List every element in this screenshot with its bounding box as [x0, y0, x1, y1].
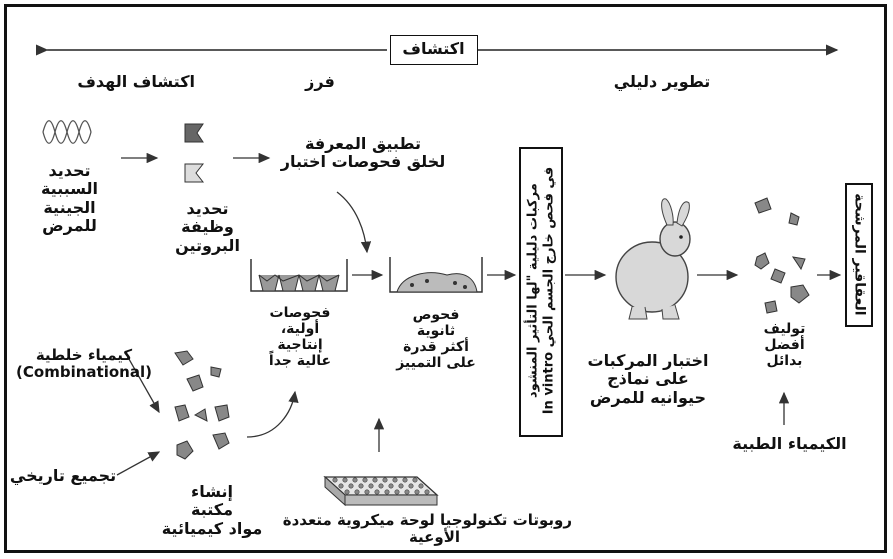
stage-screening: فرز [305, 72, 335, 91]
primary-screens-label: فحوصات أولية، إنتاجية عالية جداً [268, 305, 332, 370]
library-compounds-icon [174, 350, 230, 460]
arrow-knowledge-to-screens [336, 191, 372, 254]
discovery-box: اكتشاف [390, 35, 478, 65]
arrow-library-to-primary [246, 390, 299, 438]
robotics-label: روبوتات تكنولوجيا لوحة ميكروية متعددة ال… [282, 511, 572, 547]
historical-collection-label: تجميع تاريخي [9, 466, 117, 485]
stage-target-discovery: اكتشاف الهدف [77, 72, 195, 91]
lead-compounds-box: مركبات دليلية "لها التأثير المنشود في فح… [519, 147, 563, 437]
arrow-combinatorial-to-library [124, 351, 160, 414]
medicinal-chemistry-label: الكيمياء الطبية [732, 434, 847, 453]
secondary-screens-label: فحوص ثانوية أكثر قدرة على التمييز [396, 307, 476, 372]
gene-cause-label: تحديد السببية الجينية للمرض [40, 161, 99, 236]
diagram-graphics [35, 44, 842, 507]
protein-shape-icons [184, 123, 205, 183]
combinatorial-chemistry-label: كيمياء خلطية (Combinational) [16, 346, 152, 382]
lead-compounds-label: مركبات دليلية "لها التأثير المنشود في فح… [525, 166, 556, 415]
generate-alternatives-label: توليف أفضل بدائل [763, 321, 806, 370]
microplate-icon [323, 475, 439, 507]
arrow-historical-to-library [116, 451, 161, 476]
diagram-frame: اكتشاف اكتشاف الهدف فرز تطوير دليلي تحدي… [4, 4, 887, 553]
animal-testing-label: اختبار المركبات على نماذج حيوانيه للمرض [587, 351, 709, 407]
rabbit-icon [615, 198, 691, 320]
discovery-label: اكتشاف [402, 39, 465, 58]
candidate-drugs-box: العقاقير المرشحة [845, 183, 873, 327]
stage-lead-development: تطوير دليلي [613, 72, 711, 91]
petri-dish-icon [389, 257, 483, 293]
candidate-drugs-label: العقاقير المرشحة [851, 193, 868, 316]
dna-wave-icon [42, 120, 92, 144]
protein-function-label: تحديد وظيفة البروتين [175, 199, 240, 255]
primary-screen-plate-icon [250, 259, 348, 292]
apply-knowledge-label: تطبيق المعرفة لخلق فحوصات اختبار [280, 134, 446, 172]
alternative-compounds-icon [754, 197, 810, 314]
build-library-label: إنشاء مكتبة مواد كيميائية [161, 482, 263, 538]
